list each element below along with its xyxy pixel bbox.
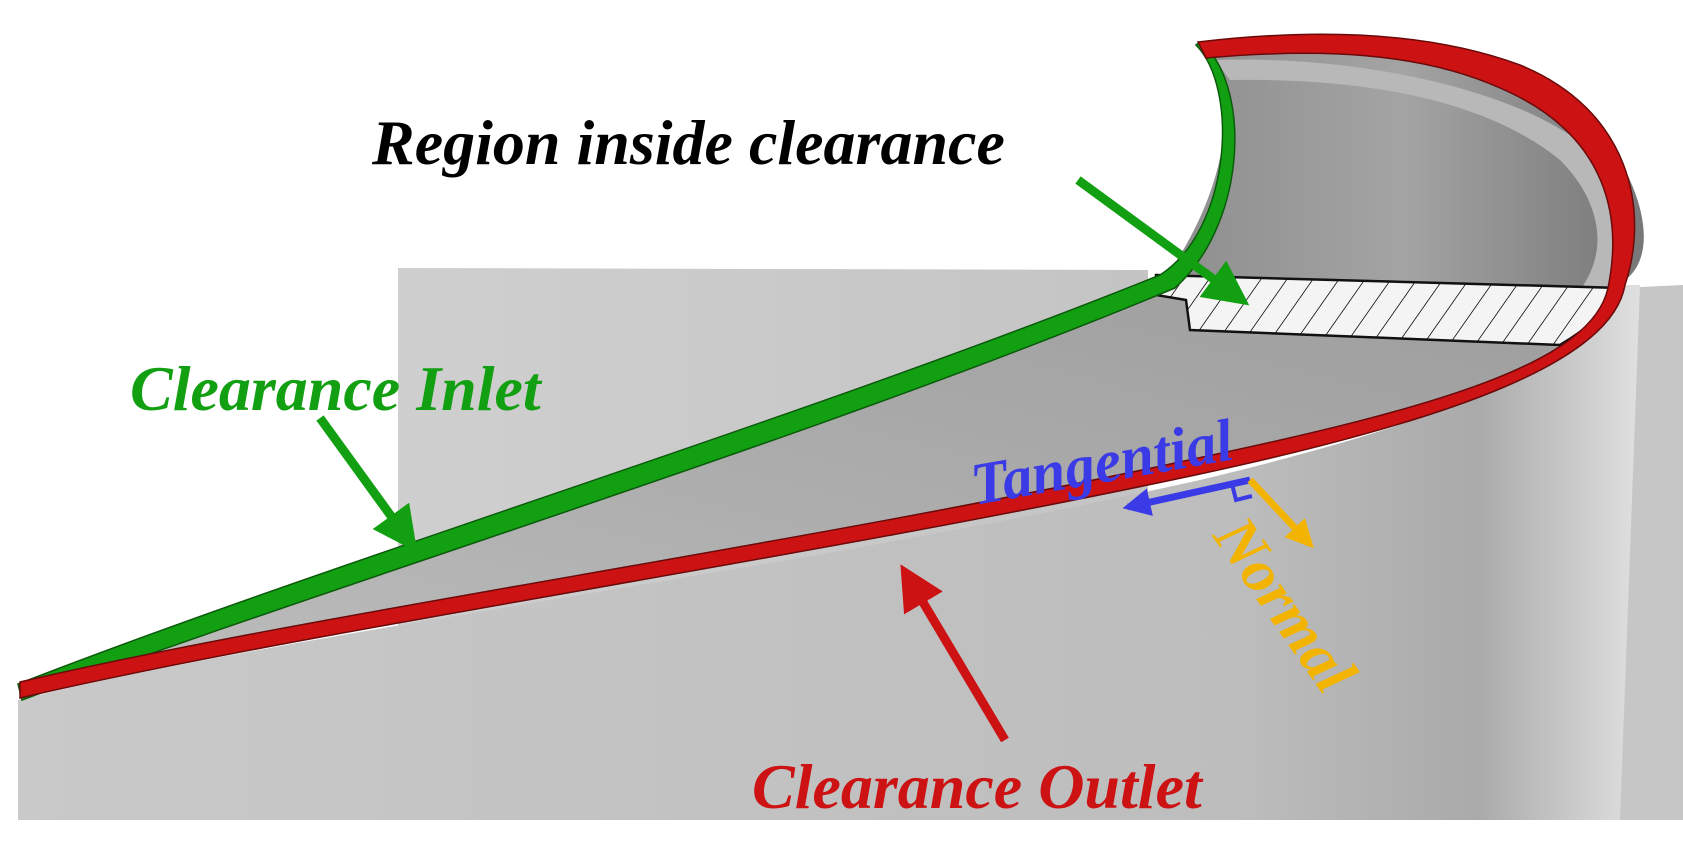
clearance-floor (24, 285, 1620, 690)
right-angle-marker (1230, 483, 1253, 503)
tip-cavity-back-wall (1160, 44, 1644, 291)
clearance-inlet-label: Clearance Inlet (130, 353, 543, 424)
clearance-outlet-arrow (900, 564, 1009, 743)
tangential-vector (1122, 476, 1251, 516)
clearance-outlet-label: Clearance Outlet (752, 751, 1204, 822)
clearance-inlet-arrow (316, 415, 418, 553)
front-blade-surface (18, 285, 1640, 820)
tip-cavity-rim (1215, 59, 1631, 290)
region-inside-clearance-label: Region inside clearance (371, 107, 1005, 178)
region-inside-clearance-arrow (1075, 176, 1250, 306)
normal-vector (1247, 477, 1314, 549)
clearance-outlet-band (19, 33, 1636, 699)
